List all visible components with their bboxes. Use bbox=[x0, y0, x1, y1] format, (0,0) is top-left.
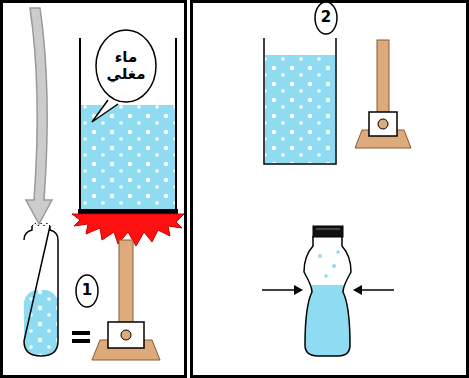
callout-number: 2 bbox=[314, 1, 338, 35]
callout-number: 1 bbox=[82, 282, 92, 299]
burner-left bbox=[92, 240, 160, 360]
bubble-text: ماء مغلي bbox=[100, 49, 152, 84]
valve-mark bbox=[72, 339, 90, 343]
speech-bubble: ماء مغلي bbox=[95, 29, 157, 103]
bubble-tail bbox=[92, 100, 118, 122]
squeezed-bottle bbox=[304, 226, 351, 356]
pour-arrow bbox=[26, 8, 52, 224]
squeeze-arrow bbox=[262, 285, 394, 295]
panel-frame bbox=[192, 2, 468, 377]
beaker-hot bbox=[264, 38, 336, 164]
callout-number: 2 bbox=[321, 9, 331, 26]
callout-number: 1 bbox=[75, 274, 99, 308]
burner-right bbox=[355, 40, 411, 148]
panel-frame bbox=[2, 2, 186, 377]
valve-mark bbox=[72, 331, 90, 335]
beaker-boiling bbox=[78, 38, 178, 214]
bottle-left bbox=[24, 223, 58, 356]
